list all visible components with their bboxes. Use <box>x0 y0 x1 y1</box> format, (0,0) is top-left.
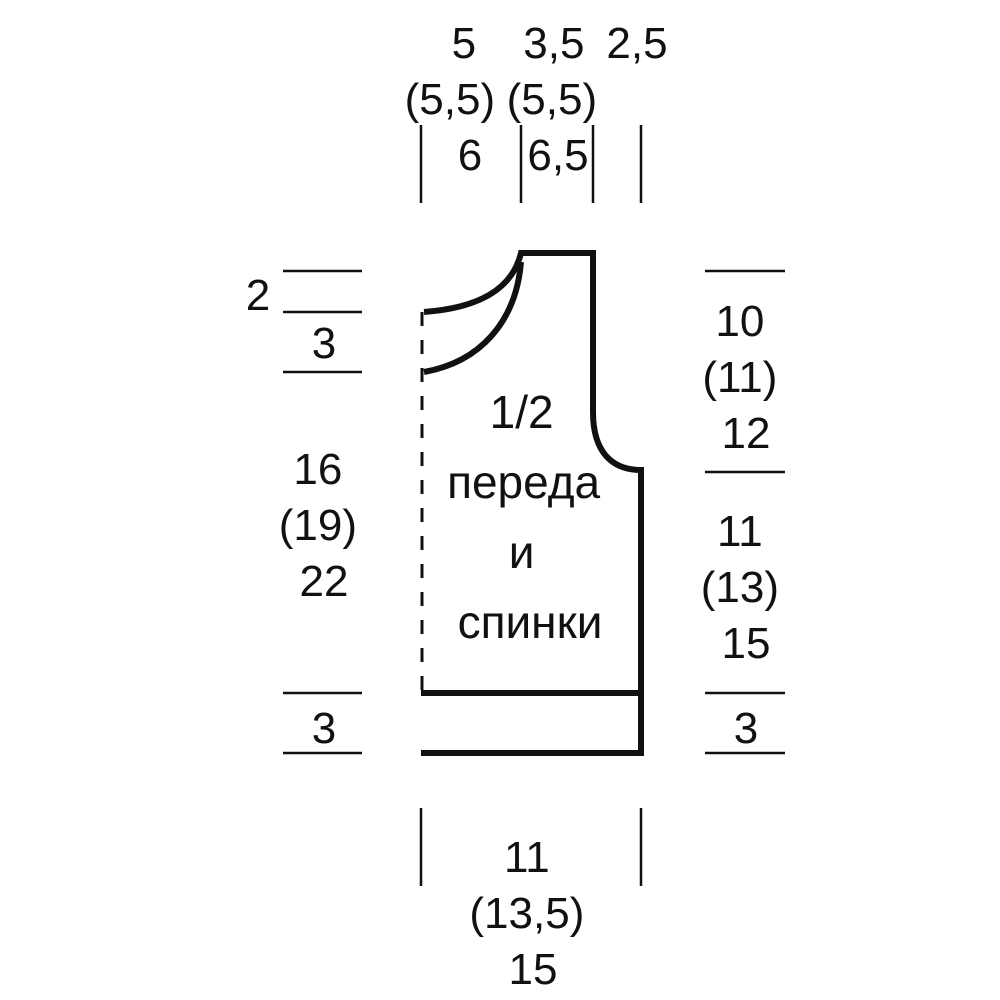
top-dim-neck: 5 (5,5) 6 <box>405 19 508 180</box>
garment-outline <box>420 250 644 756</box>
front-neckline <box>423 261 524 375</box>
right-dim-armhole-height: 10 (11) 12 <box>702 297 789 458</box>
left-dim-hem: 3 <box>312 704 336 753</box>
garment-body-outline <box>421 250 644 756</box>
left-dimension-lines <box>283 269 362 755</box>
left-dim-front-neck-depth: 3 <box>312 319 336 368</box>
top-dim-shoulder: 3,5 (5,5) 6,5 <box>507 19 610 180</box>
right-dim-hem: 3 <box>734 704 758 753</box>
top-dimension-ticks <box>419 125 643 203</box>
top-dim-armhole-width: 2,5 <box>606 19 667 68</box>
bottom-dimension-ticks <box>419 808 643 886</box>
bottom-dim-half-width: 11 (13,5) 15 <box>469 833 596 994</box>
right-dimension-lines <box>705 269 785 755</box>
left-dim-body-length: 16 (19) 22 <box>279 445 369 606</box>
piece-label: 1/2 переда и спинки <box>447 386 613 648</box>
right-dim-side-length: 11 (13) 15 <box>701 507 791 668</box>
left-dim-back-neck-depth: 2 <box>246 271 270 320</box>
